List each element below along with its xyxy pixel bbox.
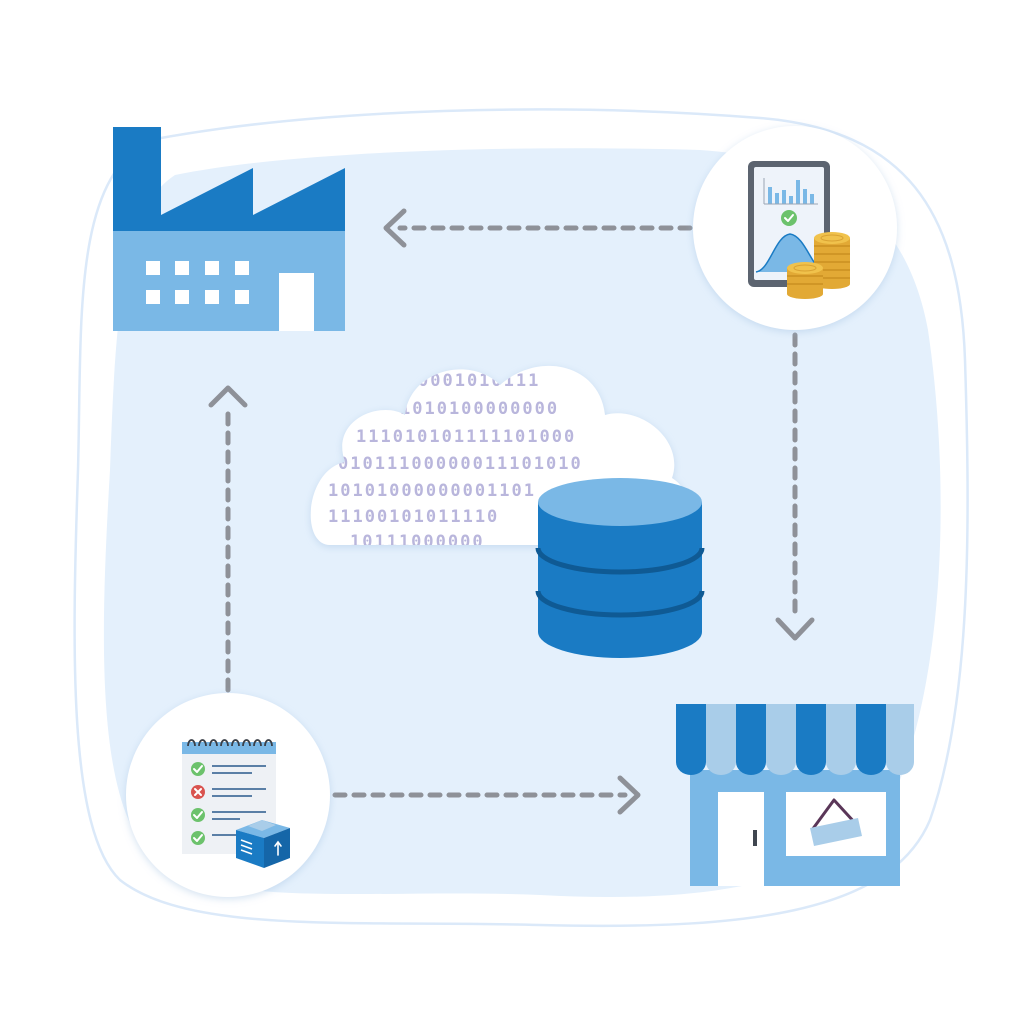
store-door-handle [753,830,757,846]
arrowhead-left-icon [383,208,407,248]
binary-line: 10101000000001101 [328,481,536,501]
storefront-icon [676,704,914,886]
arrow-finance-to-store [775,332,815,641]
cross-icon [191,785,205,799]
blob-outline [73,108,969,928]
finance-tablet-coins-icon [748,161,850,299]
binary-line: 10111000000 [350,532,485,552]
arrow-finance-to-factory [383,208,693,248]
checklist-lines [212,765,266,836]
binary-line: 111010101111101000 [356,427,576,447]
arrowhead-up-icon [208,385,248,408]
arrow-inventory-to-store [332,775,641,815]
checklist-box-icon [182,739,290,868]
database-top [538,478,702,526]
factory-roof [161,168,345,232]
store-awning [676,704,914,775]
inventory-node [126,693,330,897]
arrowhead-down-icon [775,617,815,641]
coin-stack-short-icon [787,262,823,299]
check-icon [191,831,205,845]
store-door [718,792,764,886]
factory-windows [146,261,249,304]
mini-bar-chart-icon [768,180,814,204]
database-icon [535,478,705,658]
factory-icon [113,127,345,331]
hanging-sign-icon [810,798,862,846]
shipping-box-icon [236,820,290,868]
factory-chimney [113,127,161,232]
finance-check-icon [781,210,797,226]
binary-line: 01011100000011101010 [338,454,583,474]
check-icon [191,762,205,776]
notepad-header [182,742,276,754]
binary-line: 11100101011110 [328,507,499,527]
binary-line: 1010100000000 [400,399,559,419]
arrow-up-small-icon [274,840,282,856]
binary-lines: 0001010111 1010100000000 111010101111101… [328,371,583,552]
finance-node [693,126,897,330]
check-icon [191,808,205,822]
arrow-inventory-to-factory [208,385,248,693]
factory-door [279,273,314,331]
arrowhead-right-icon [617,775,641,815]
notepad-spiral-icon [187,739,273,747]
